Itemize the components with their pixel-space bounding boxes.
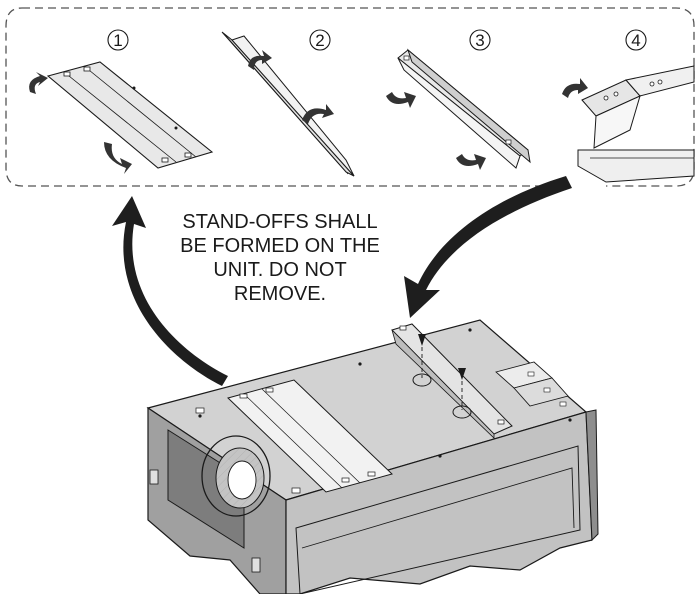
note-line-2: BE FORMED ON THE [180,235,380,257]
step-marker-3: 3 [469,29,491,51]
step-2-fold-arrow-upper [248,50,272,70]
top-flat-panel [227,379,393,493]
step-3-fold-arrow-lower [456,154,486,170]
note-line-3: UNIT. DO NOT [213,259,346,281]
arrow-to-step-1 [112,196,228,386]
step-marker-1: 1 [107,29,129,51]
step-number-3: 3 [475,31,484,50]
step-marker-4: 4 [625,29,647,51]
step-marker-2: 2 [309,29,331,51]
screw-icon [418,334,426,346]
unit-body [146,319,599,594]
steps-callout-box [5,7,695,187]
note-line-4: REMOVE. [234,283,326,305]
step-2-fold-arrow-lower [302,104,334,124]
side-connector [251,557,261,573]
step-number-2: 2 [315,31,324,50]
unit-side-opening [167,429,245,549]
step-1-fold-arrow-lower [104,142,132,174]
side-connector [149,469,159,485]
access-panel-lower [513,377,569,407]
blower-ring-outer [201,435,271,517]
step-3-channel [397,48,531,169]
step-1-fold-arrow-upper [29,72,48,94]
warning-note: STAND-OFFS SHALL BE FORMED ON THE UNIT. … [180,211,380,305]
step-4-fold-arrow [562,78,588,98]
step-4-bracket [577,65,695,183]
step-number-1: 1 [113,31,122,50]
fastener-hole-1 [412,373,432,387]
step-1-panel [46,61,214,169]
unit-front-panel [295,445,581,594]
arrow-from-step-4 [404,176,572,318]
note-line-1: STAND-OFFS SHALL [182,211,377,233]
step-3-fold-arrow-upper [386,92,416,108]
step-2-panel [221,31,355,177]
screw-icon [458,368,466,380]
step-number-4: 4 [631,31,640,50]
